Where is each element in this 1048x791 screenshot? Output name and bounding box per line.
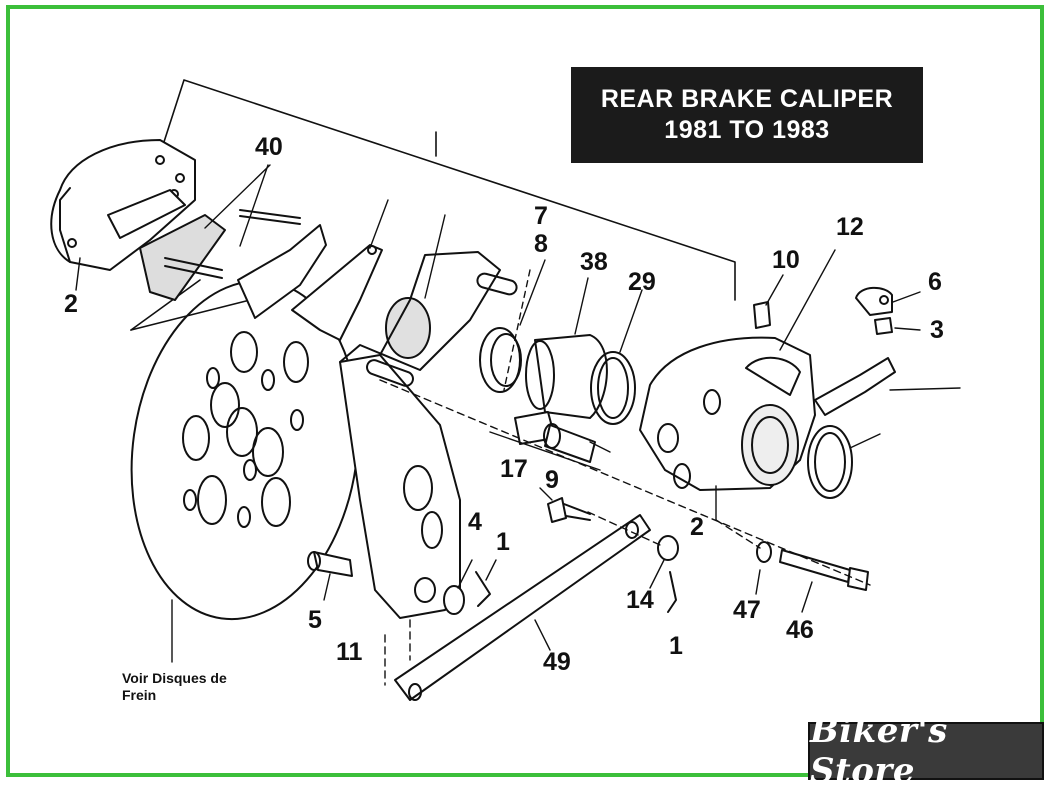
small-hardware [443, 535, 679, 615]
green-frame [6, 5, 1044, 777]
alignment-lines [379, 379, 871, 686]
inner-caliper-body [639, 249, 836, 521]
callout-8: 8 [534, 230, 548, 258]
callout-7: 7 [534, 202, 548, 230]
caliper-pin-plug [385, 214, 446, 359]
piston-and-seals [479, 259, 643, 425]
callout-29: 29 [628, 268, 656, 296]
callout-3: 3 [930, 316, 944, 344]
diagram-subtitle: 1981 TO 1983 [664, 116, 830, 144]
callout-6: 6 [928, 268, 942, 296]
diagram-title: REAR BRAKE CALIPER [600, 85, 894, 113]
brake-hose [807, 357, 961, 499]
callout-11: 11 [336, 638, 363, 666]
callout-17: 17 [500, 455, 528, 483]
bleeder-valve [753, 274, 784, 329]
outer-caliper-half [50, 139, 196, 291]
assembly-bracket-lines [130, 79, 736, 331]
note-line-2: Frein [122, 686, 157, 703]
bolt-17 [539, 487, 591, 523]
pin-5 [307, 551, 353, 601]
callout-2-left: 2 [64, 290, 78, 318]
note-line-1: Voir Disques de [122, 670, 227, 686]
callout-12: 12 [836, 213, 864, 241]
bolt-46-washer-47 [755, 541, 869, 613]
callout-46: 46 [786, 616, 814, 644]
callout-14: 14 [626, 586, 654, 614]
mounting-plate [291, 199, 389, 341]
callout-49: 49 [543, 648, 571, 676]
callout-10: 10 [772, 246, 800, 274]
callout-4: 4 [468, 508, 482, 536]
callout-5: 5 [308, 606, 322, 634]
callout-38: 38 [580, 248, 608, 276]
brake-pads [107, 164, 327, 319]
caliper-sleeve-pin [489, 411, 611, 471]
callout-40: 40 [255, 133, 283, 161]
disc-reference-note: Voir Disques de Frein [122, 670, 227, 704]
hose-clip [855, 286, 921, 335]
callout-1-right: 1 [669, 632, 683, 660]
callout-47: 47 [733, 596, 761, 624]
store-logo: Biker's Store [808, 711, 1044, 791]
callout-1-left: 1 [496, 528, 510, 556]
diagram-title-box: REAR BRAKE CALIPER 1981 TO 1983 [571, 67, 923, 163]
callout-2-right: 2 [690, 513, 704, 541]
callout-9: 9 [545, 466, 559, 494]
caliper-mount-bracket [339, 251, 531, 619]
